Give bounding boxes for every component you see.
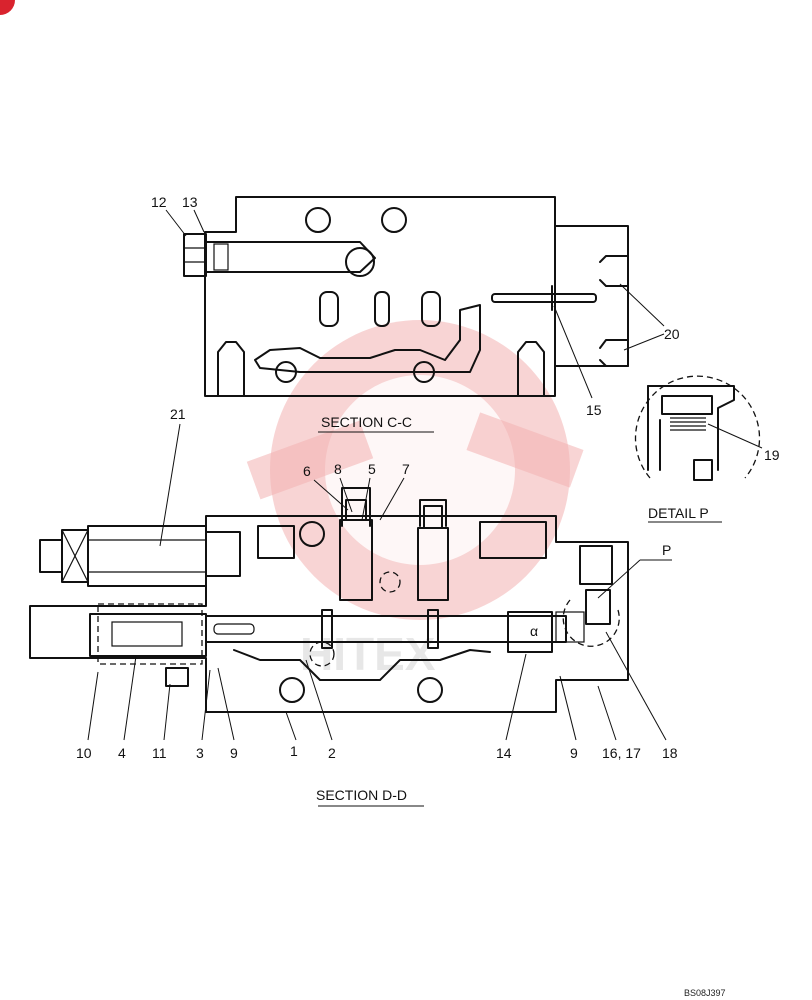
callout-9-right: 9 (570, 745, 578, 761)
detail-p-drawing (634, 375, 761, 481)
callout-4: 4 (118, 745, 126, 761)
callout-18: 18 (662, 745, 678, 761)
corner-badge (0, 0, 15, 15)
callout-1: 1 (290, 743, 298, 759)
callout-14: 14 (496, 745, 512, 761)
detail-p-title: DETAIL P (648, 505, 709, 521)
callout-20: 20 (664, 326, 680, 342)
callout-15: 15 (586, 402, 602, 418)
drawing-code: BS08J397 (684, 988, 726, 998)
callout-5: 5 (368, 461, 376, 477)
leader-lines (87, 209, 763, 741)
callout-21: 21 (170, 406, 186, 422)
section-dd-title: SECTION D-D (316, 787, 407, 803)
section-dd-drawing (29, 487, 629, 713)
callout-16-17: 16, 17 (602, 745, 641, 761)
callout-11: 11 (152, 745, 167, 761)
callout-10: 10 (76, 745, 92, 761)
callout-13: 13 (182, 194, 198, 210)
callout-9-left: 9 (230, 745, 238, 761)
callout-2: 2 (328, 745, 336, 761)
callout-19: 19 (764, 447, 780, 463)
section-cc-drawing (183, 196, 629, 397)
callout-12: 12 (151, 194, 167, 210)
section-cc-title: SECTION C-C (321, 414, 412, 430)
callout-p: P (662, 542, 671, 558)
callout-7: 7 (402, 461, 410, 477)
callout-8: 8 (334, 461, 342, 477)
callout-6: 6 (303, 463, 311, 479)
alpha-mark: α (530, 623, 538, 639)
watermark-text: HITEX (300, 628, 436, 680)
callout-3: 3 (196, 745, 204, 761)
